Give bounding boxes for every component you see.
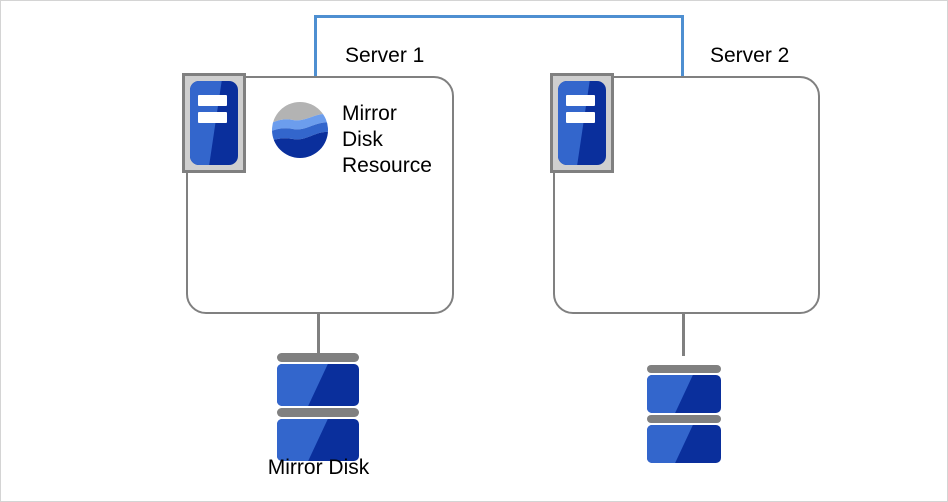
disk-cap — [277, 353, 359, 362]
disk-platter — [277, 419, 359, 461]
server2-disk-connector — [682, 314, 685, 356]
disk-platter — [647, 375, 721, 413]
interconnect-line-left-segment — [314, 15, 317, 77]
disk-platter — [647, 425, 721, 463]
server-icon-bar-bottom — [565, 112, 596, 123]
disk-cap — [647, 415, 721, 423]
disk-cap — [277, 408, 359, 417]
server2-disk-stack-icon — [647, 365, 721, 465]
server-icon-bar-bottom — [197, 112, 228, 123]
server2-server-icon — [550, 73, 614, 173]
server1-label: Server 1 — [345, 44, 425, 67]
server1-disk-connector — [317, 314, 320, 354]
server-icon-bar-top — [197, 95, 228, 107]
mirror-disk-resource-label: Mirror Disk Resource — [342, 102, 432, 177]
server2-box — [553, 76, 820, 314]
interconnect-line-right-segment — [681, 15, 684, 77]
server-icon-body — [190, 81, 238, 165]
server1-server-icon — [182, 73, 246, 173]
mirror-disk-resource-icon — [272, 102, 328, 158]
disk-cap — [647, 365, 721, 373]
interconnect-line-top-segment — [314, 15, 684, 18]
server1-disk-stack-icon — [277, 353, 359, 463]
server-icon-bar-top — [565, 95, 596, 107]
disk-platter — [277, 364, 359, 406]
mirror-disk-label: Mirror Disk — [267, 456, 370, 479]
server2-label: Server 2 — [710, 44, 790, 67]
server-icon-body — [558, 81, 606, 165]
